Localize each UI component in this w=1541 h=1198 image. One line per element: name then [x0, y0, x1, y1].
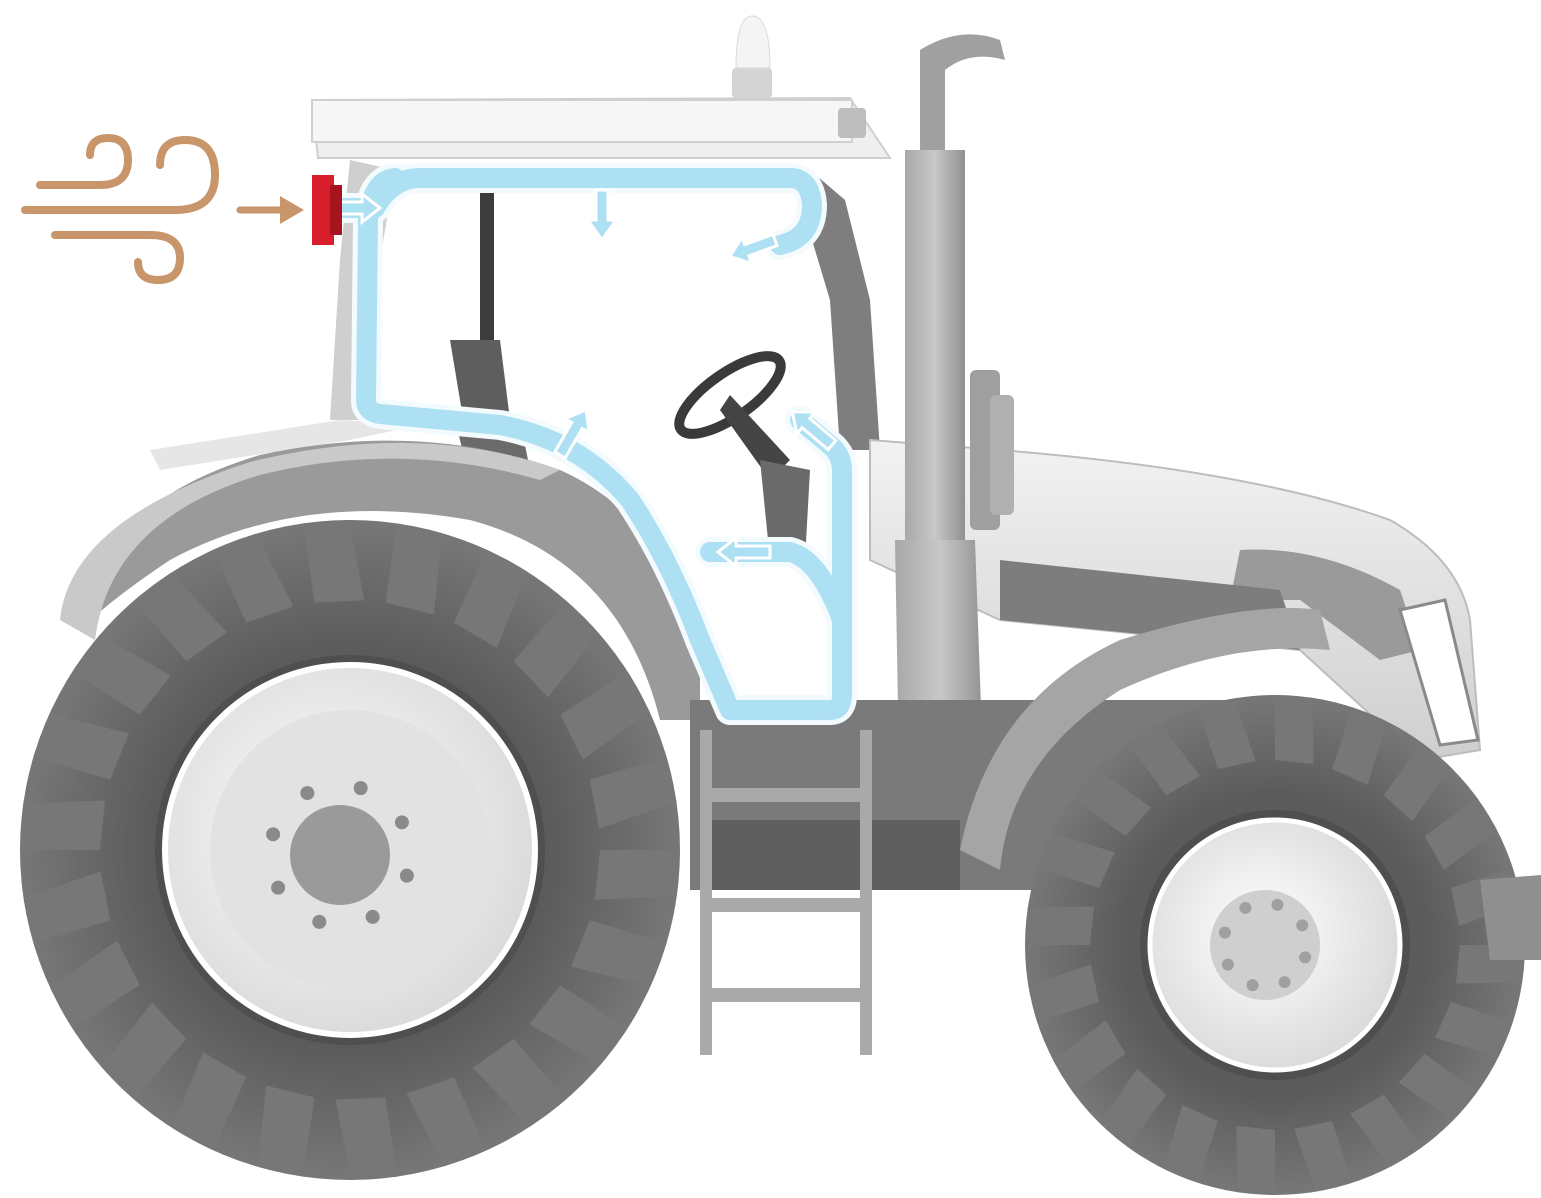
tire-lug [1275, 695, 1314, 764]
wheel-bolt [266, 827, 280, 841]
wheel-bolt [300, 786, 314, 800]
wheel-bolt [1239, 902, 1251, 914]
wheel-bolt [1222, 959, 1234, 971]
wind-gust-icon [25, 138, 215, 280]
steering-wheel [668, 343, 810, 560]
wheel-bolt [1279, 976, 1291, 988]
tire-lug [595, 850, 680, 900]
wheel-bolt [395, 815, 409, 829]
tire-lug [20, 800, 105, 850]
wheel-bolt [271, 881, 285, 895]
cab-roof [312, 98, 890, 158]
tire-lug [1236, 1126, 1275, 1195]
wheel-bolt [400, 869, 414, 883]
front-wheel [1025, 695, 1525, 1195]
rear-wheel [20, 520, 680, 1180]
wheel-bolt [354, 781, 368, 795]
cabin-air-filter-icon [312, 175, 342, 245]
wheel-bolt [312, 915, 326, 929]
rear-hub [290, 805, 390, 905]
wheel-bolt [1271, 899, 1283, 911]
front-hub [1210, 890, 1320, 1000]
wheel-bolt [1296, 919, 1308, 931]
beacon-light-icon [732, 16, 772, 98]
airflow-arrow-down-center [588, 190, 616, 240]
engine-side-components [970, 370, 1014, 530]
wheel-bolt [1219, 927, 1231, 939]
wheel-bolt [366, 910, 380, 924]
arrow-right-icon [240, 196, 304, 224]
front-weight [1480, 875, 1541, 960]
wheel-bolt [1299, 951, 1311, 963]
tire-lug [1025, 906, 1094, 945]
wheel-bolt [1247, 979, 1259, 991]
